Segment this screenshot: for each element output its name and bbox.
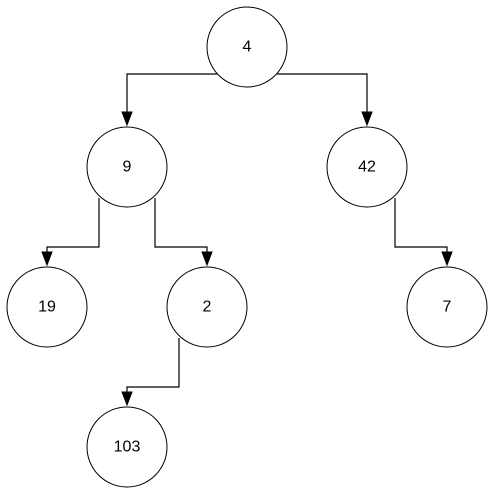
edge-4-to-42 bbox=[277, 73, 373, 127]
node-label: 9 bbox=[123, 159, 132, 176]
node-label: 19 bbox=[38, 299, 56, 316]
tree-node-42: 42 bbox=[326, 126, 408, 208]
edge-9-to-19 bbox=[41, 198, 100, 267]
node-label: 42 bbox=[358, 159, 376, 176]
tree-node-103: 103 bbox=[86, 406, 168, 488]
node-label: 4 bbox=[243, 39, 252, 56]
node-label: 103 bbox=[114, 439, 141, 456]
tree-node-2: 2 bbox=[166, 266, 248, 348]
tree-node-7: 7 bbox=[406, 266, 488, 348]
edge-9-to-2 bbox=[154, 198, 213, 267]
edge-4-to-9 bbox=[121, 73, 217, 127]
tree-node-4: 4 bbox=[206, 6, 288, 88]
edges bbox=[41, 73, 453, 407]
edge-42-to-7 bbox=[394, 198, 453, 267]
node-label: 7 bbox=[443, 299, 452, 316]
tree-node-19: 19 bbox=[6, 266, 88, 348]
node-label: 2 bbox=[203, 299, 212, 316]
tree-node-9: 9 bbox=[86, 126, 168, 208]
edge-2-to-103 bbox=[121, 338, 180, 407]
